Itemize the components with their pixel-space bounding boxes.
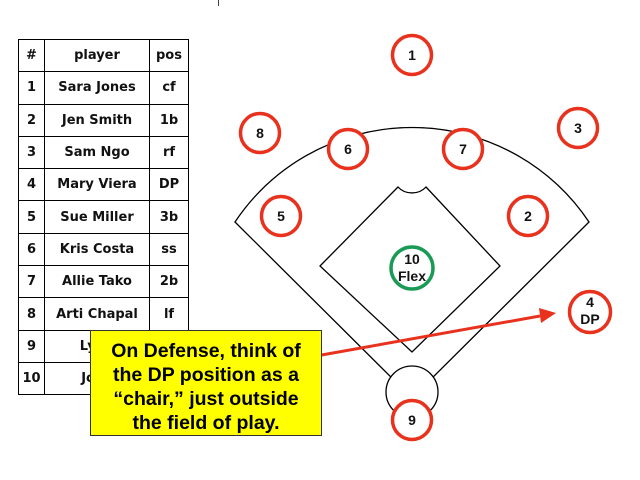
dp-arrow-head [539,308,556,323]
lineup-row: 3 Sam Ngo rf [18,135,189,170]
position-marker-2: 2 [506,194,550,238]
position-label: 1 [408,47,416,63]
position-label: 3 [574,120,582,136]
position-label: 9 [408,412,416,428]
row-pos: 2b [149,265,189,299]
position-marker-3: 3 [556,106,600,150]
dp-callout-box: On Defense, think of the DP position as … [90,330,322,436]
lineup-row: 5 Sue Miller 3b [18,200,189,234]
header-player: player [44,38,150,73]
position-marker-9: 9 [390,398,434,442]
position-marker-6: 6 [326,127,370,171]
lineup-row: 6 Kris Costa ss [18,232,189,267]
position-marker-8: 8 [238,111,282,155]
flex-number-label: 10 [404,251,420,267]
row-player: Kris Costa [44,232,150,267]
dp-label: DP [580,311,599,327]
row-pos: 3b [149,200,189,234]
position-marker-7: 7 [441,127,485,171]
lineup-row: 8 Arti Chapal lf [18,297,189,331]
position-marker-dp: 4 DP [567,289,613,335]
row-player: Sue Miller [44,200,150,234]
outfield-boundary [234,126,590,399]
slide-tick-mark [218,0,219,6]
flex-label: Flex [398,268,426,284]
row-player: Arti Chapal [44,297,150,331]
row-num: 3 [18,135,45,170]
lineup-header-row: # player pos [18,38,189,73]
lineup-row: 1 Sara Jones cf [18,71,189,105]
dp-number-label: 4 [586,294,594,310]
position-label: 7 [459,141,467,157]
row-num: 4 [18,168,45,202]
position-label: 5 [277,208,285,224]
position-label: 2 [524,208,532,224]
position-label: 8 [256,125,264,141]
row-pos: DP [149,168,189,202]
position-label: 6 [344,141,352,157]
row-num: 2 [18,103,45,137]
lineup-row: 2 Jen Smith 1b [18,103,189,137]
row-pos: cf [149,71,189,105]
dp-arrow-line [315,314,541,358]
row-pos: 1b [149,103,189,137]
infield-diamond [319,186,501,353]
position-marker-1: 1 [390,33,434,77]
row-num: 6 [18,232,45,267]
position-marker-flex: 10 Flex [389,245,435,291]
header-pos: pos [149,38,189,73]
row-player: Sam Ngo [44,135,150,170]
position-marker-5: 5 [259,194,303,238]
row-player: Sara Jones [44,71,150,105]
row-num: 7 [18,265,45,299]
